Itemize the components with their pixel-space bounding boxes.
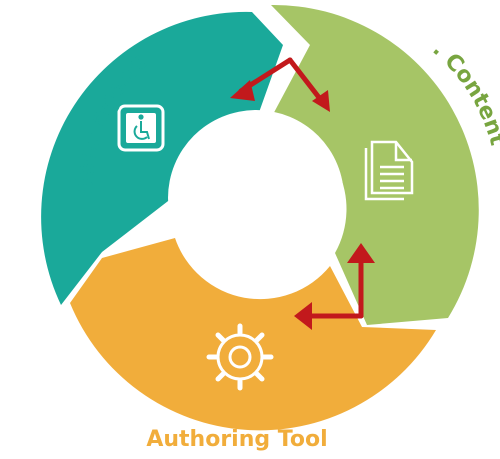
accessibility-icon	[117, 104, 165, 152]
gear-icon	[206, 323, 274, 391]
label-authoring-tool: Authoring Tool	[146, 427, 327, 452]
arrow-bottom-head-up	[347, 243, 375, 263]
segment-authoring-tool	[70, 238, 436, 431]
arrow-top-head-right	[312, 90, 330, 112]
arrow-top-head-left	[230, 80, 255, 101]
arrow-bottom-head-left	[294, 302, 312, 330]
arrow-bottom	[303, 255, 364, 319]
center-hole	[168, 110, 344, 286]
document-icon	[364, 140, 414, 201]
segment-content	[270, 4, 479, 325]
segment-user-agent	[41, 11, 283, 306]
